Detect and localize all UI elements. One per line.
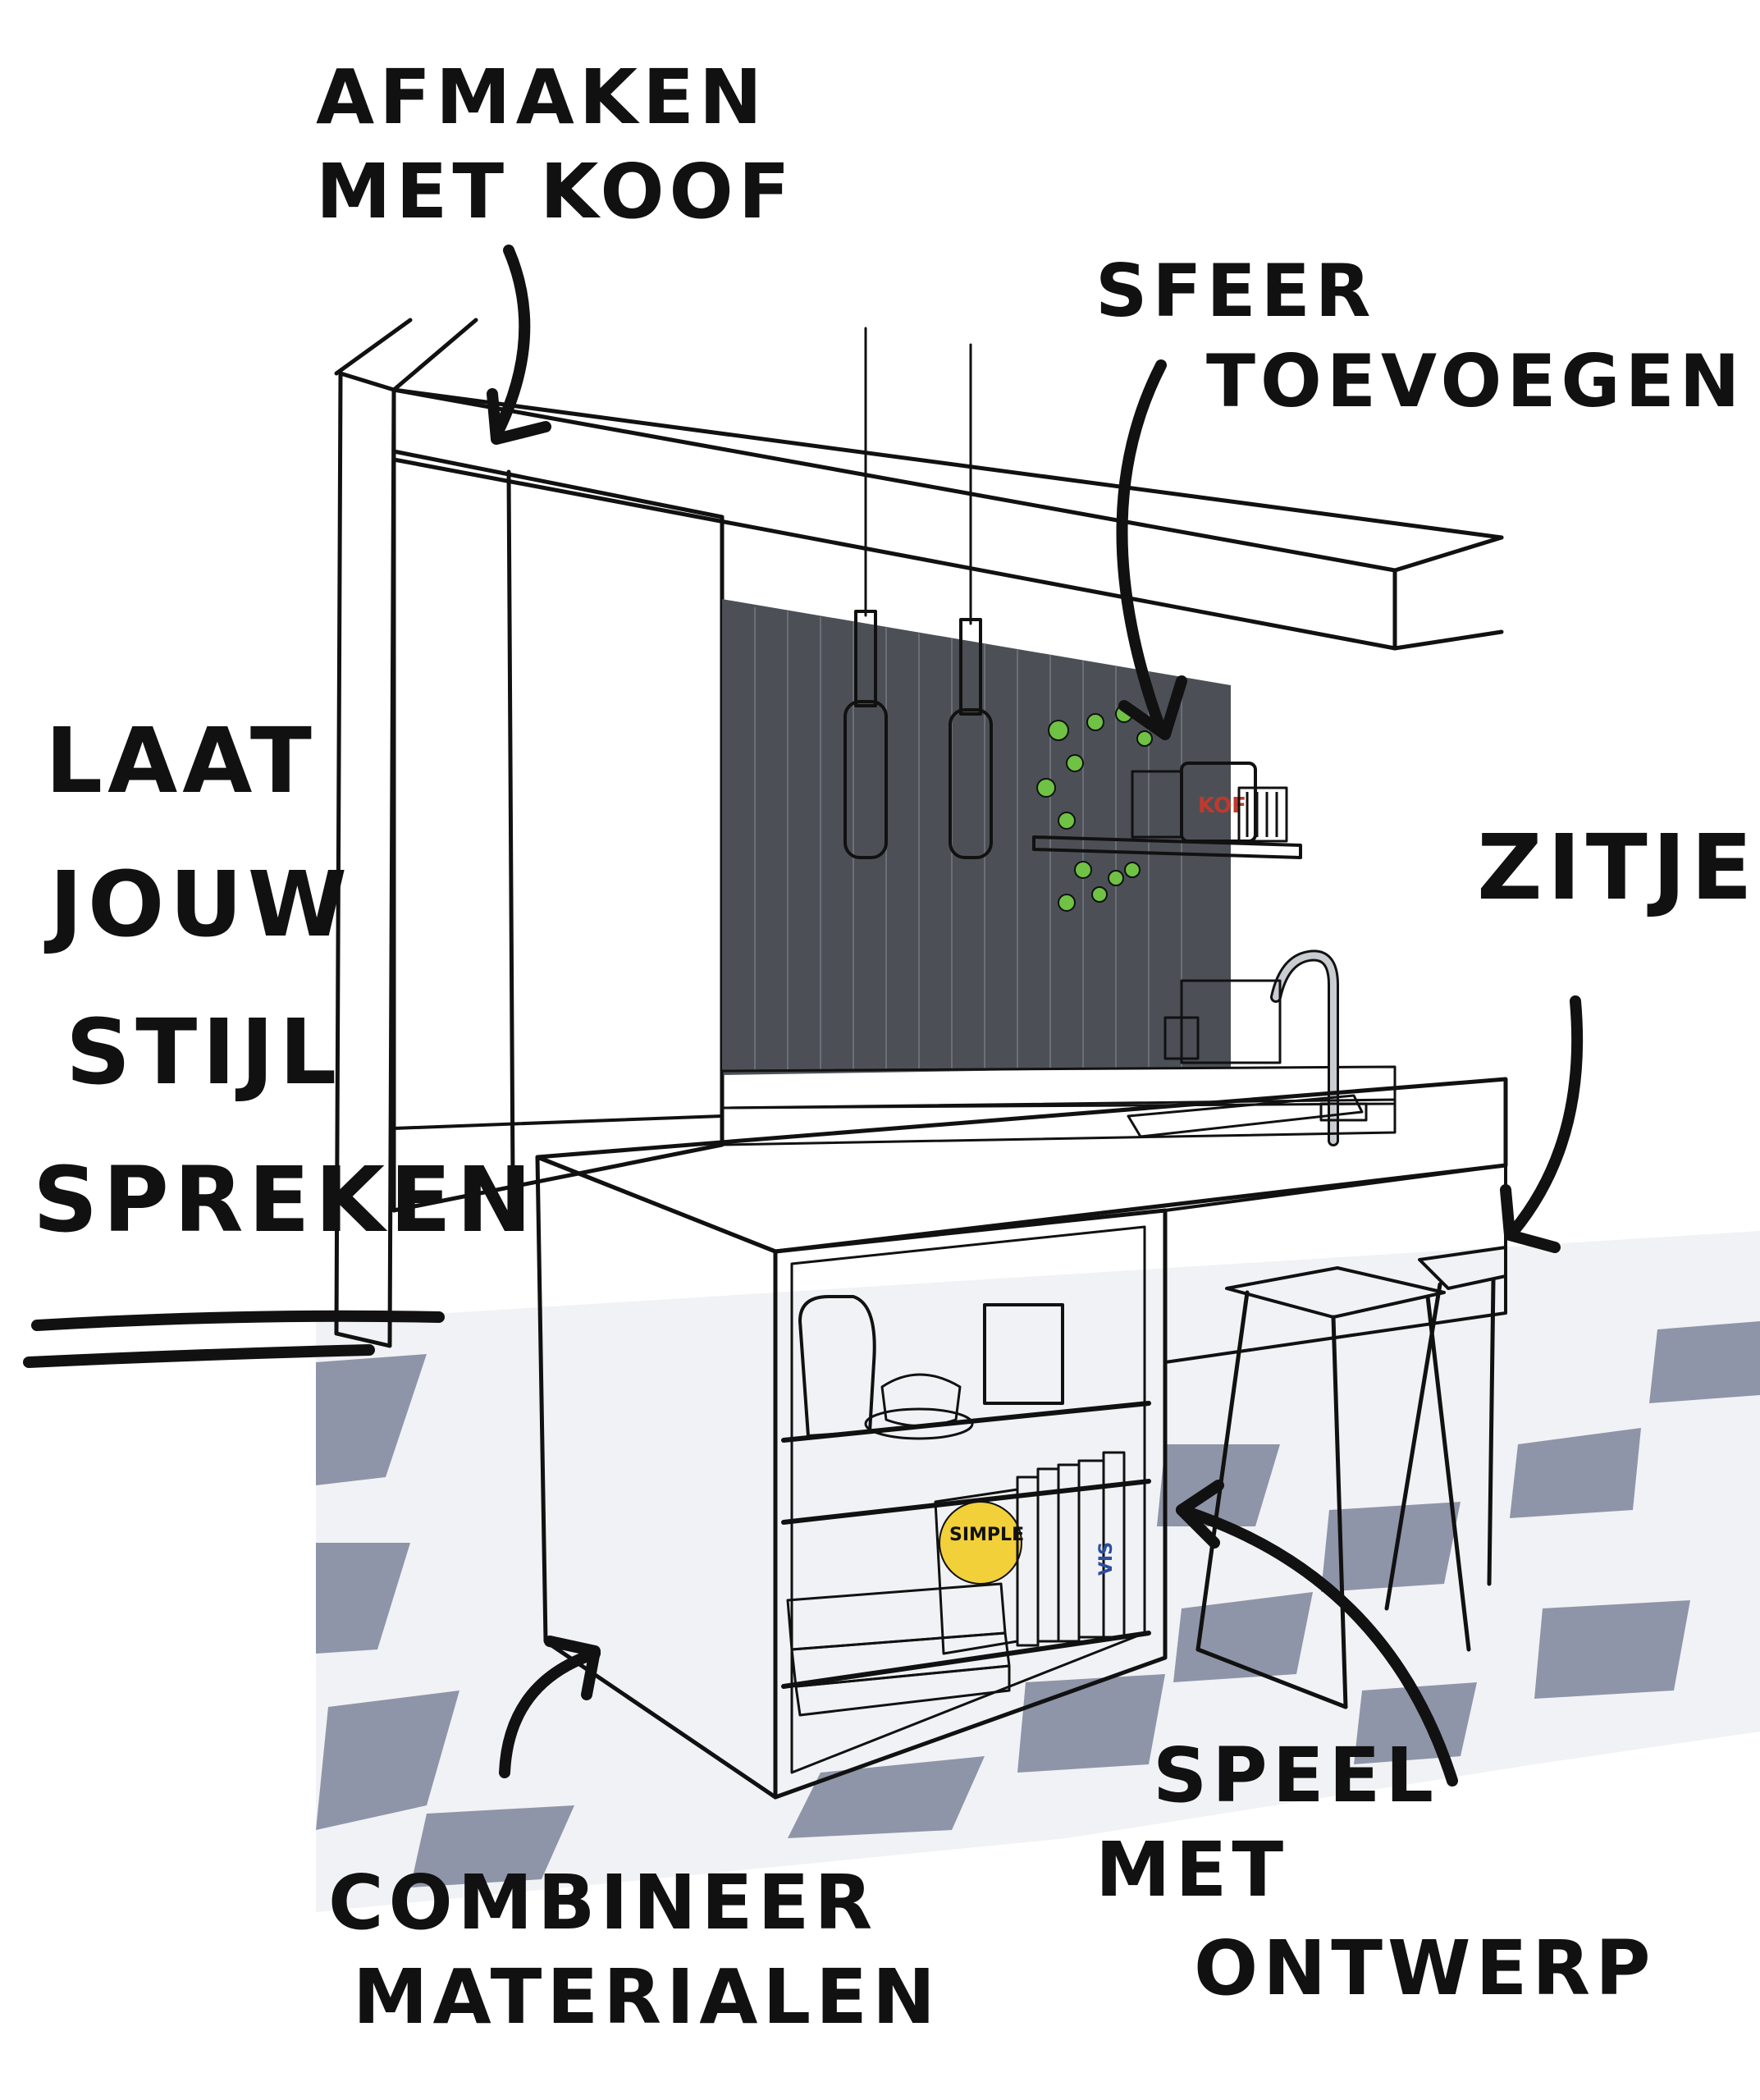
label-afmaken-line-1: AFMAKEN [316, 53, 767, 141]
label-laat-line-4: SPREKEN [33, 1147, 537, 1252]
label-laat-line-1: LAAT [45, 708, 317, 813]
upright-books: SIMPLE VIS [934, 1451, 1126, 1655]
label-speel-line-3: ONTWERP [1194, 1924, 1656, 2012]
label-sfeer-line-2: TOEVOEGEN [1206, 339, 1744, 423]
label-zitje-line-1: ZITJE [1477, 815, 1758, 920]
green-tall-cabinets [391, 449, 725, 1213]
label-speel-line-1: SPEEL [1153, 1732, 1438, 1819]
label-speel-line-2: MET [1095, 1826, 1288, 1914]
label-combineer: COMBINEER MATERIALEN [328, 1859, 940, 2041]
book-spine-title: VIS [1096, 1542, 1117, 1576]
book-cover-title: SIMPLE [949, 1525, 1024, 1545]
shelf-items: SIMPLE VIS [786, 1295, 1126, 1717]
label-laat: LAAT JOUW STIJL SPREKEN [33, 708, 537, 1252]
faucet [1270, 949, 1368, 1146]
label-sfeer: SFEER TOEVOEGEN [1095, 249, 1744, 423]
label-afmaken-line-2: MET KOOF [316, 148, 795, 236]
pendant-lights [843, 327, 993, 859]
stacked-books [786, 1582, 1011, 1717]
label-combineer-line-1: COMBINEER [328, 1859, 877, 1947]
label-afmaken: AFMAKEN MET KOOF [316, 53, 795, 236]
annotation-arrows [23, 245, 1584, 1787]
label-speel: SPEEL MET ONTWERP [1095, 1732, 1656, 2012]
wall-column [334, 318, 478, 1348]
soffit-koof [391, 387, 1504, 651]
label-sfeer-line-1: SFEER [1095, 249, 1375, 333]
label-combineer-line-2: MATERIALEN [353, 1953, 940, 2041]
bar-stools [1195, 1246, 1507, 1709]
label-laat-line-3: STIJL [66, 1000, 341, 1105]
label-zitje: ZITJE [1477, 815, 1758, 920]
coffee-machine [1163, 979, 1282, 1064]
label-laat-line-2: JOUW [43, 852, 352, 957]
backsplash [720, 599, 1397, 1109]
